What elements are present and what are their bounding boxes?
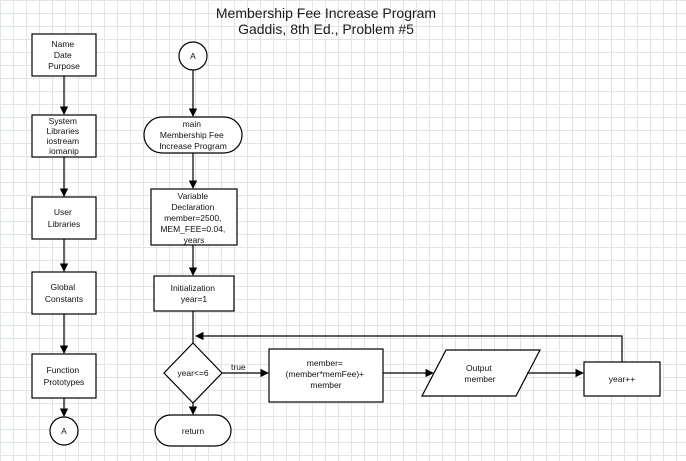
variable-declaration-line: Variable (178, 191, 209, 201)
connector-label: A (61, 426, 67, 436)
function-prototypes-line: Prototypes (44, 377, 85, 387)
system-libraries-line: iostream (47, 136, 80, 146)
global-constants-box[interactable]: Global Constants (31, 271, 97, 315)
start-terminal-line: main (183, 119, 202, 129)
decision-diamond[interactable]: year<=6 (163, 342, 223, 404)
start-terminal[interactable]: main Membership Fee Increase Program (143, 116, 243, 154)
variable-declaration-line: MEM_FEE=0.04, (160, 224, 225, 234)
svg-text:Output member: Output member (464, 363, 495, 384)
initialization-box[interactable]: Initialization year=1 (153, 275, 235, 312)
initialization-line: Initialization (171, 283, 216, 293)
member-calculation-line: member= (307, 358, 343, 368)
user-libraries-line: User (54, 207, 72, 217)
svg-text:Initialization year=1: Initialization year=1 (171, 283, 218, 304)
svg-text:User Libraries: User Libraries (48, 207, 81, 229)
system-libraries-box[interactable]: System Libraries iostream iomanip (31, 114, 97, 158)
output-line: Output (466, 363, 492, 373)
start-terminal-line: Increase Program (159, 141, 227, 151)
user-libraries-box[interactable]: User Libraries (31, 196, 97, 240)
system-libraries-line: System (49, 116, 77, 126)
svg-text:Variable Declaration: Variable Declaration member=2500, MEM_FE… (160, 191, 227, 245)
offpage-connector-a-top[interactable]: A (178, 41, 208, 71)
variable-declaration-box[interactable]: Variable Declaration member=2500, MEM_FE… (150, 188, 238, 246)
header-info-box[interactable]: Name Date Purpose (31, 33, 97, 77)
function-prototypes-line: Function (47, 365, 80, 375)
global-constants-line: Global (51, 282, 76, 292)
return-terminal[interactable]: return (154, 414, 232, 447)
diagram-title-line2: Gaddis, 8th Ed., Problem #5 (238, 21, 414, 37)
variable-declaration-line: years (184, 235, 205, 245)
initialization-line: year=1 (181, 294, 207, 304)
increment-year-label: year++ (609, 374, 635, 384)
variable-declaration-line: Declaration (171, 202, 214, 212)
output-line: member (464, 374, 495, 384)
offpage-connector-a-bottom[interactable]: A (49, 416, 79, 446)
return-terminal-label: return (182, 426, 204, 436)
output-parallelogram[interactable]: Output member (421, 349, 541, 397)
increment-year-box[interactable]: year++ (583, 361, 661, 397)
system-libraries-line: iomanip (49, 146, 79, 156)
member-calculation-line: member (310, 380, 341, 390)
header-info-line: Purpose (48, 61, 80, 71)
member-calculation-line: (member*memFee)+ (285, 369, 364, 379)
true-branch-label: true (231, 362, 246, 372)
header-info-line: Date (54, 50, 72, 60)
function-prototypes-box[interactable]: Function Prototypes (31, 353, 97, 399)
svg-text:main Membership Fee: main Membership Fee Increase Program (159, 119, 227, 151)
diagram-title-line1: Membership Fee Increase Program (216, 5, 436, 21)
global-constants-line: Constants (45, 294, 83, 304)
loop-back-arrow (195, 331, 623, 362)
svg-text:Function Prototypes: Function Prototypes (44, 365, 85, 387)
user-libraries-line: Libraries (48, 219, 81, 229)
system-libraries-line: Libraries (47, 126, 80, 136)
start-terminal-line: Membership Fee (160, 130, 224, 140)
decision-condition: year<=6 (177, 368, 208, 378)
svg-text:System Libraries i: System Libraries iostream iomanip (47, 116, 82, 156)
header-info-line: Name (51, 39, 74, 49)
svg-text:member= (member*memFee)+: member= (member*memFee)+ member (285, 358, 366, 390)
svg-text:Global Constants: Global Constants (45, 282, 83, 304)
svg-text:Name Date Purpose: Name Date Purpose (48, 39, 80, 71)
member-calculation-box[interactable]: member= (member*memFee)+ member (268, 348, 384, 403)
connector-label: A (190, 51, 196, 61)
variable-declaration-line: member=2500, (164, 213, 221, 223)
